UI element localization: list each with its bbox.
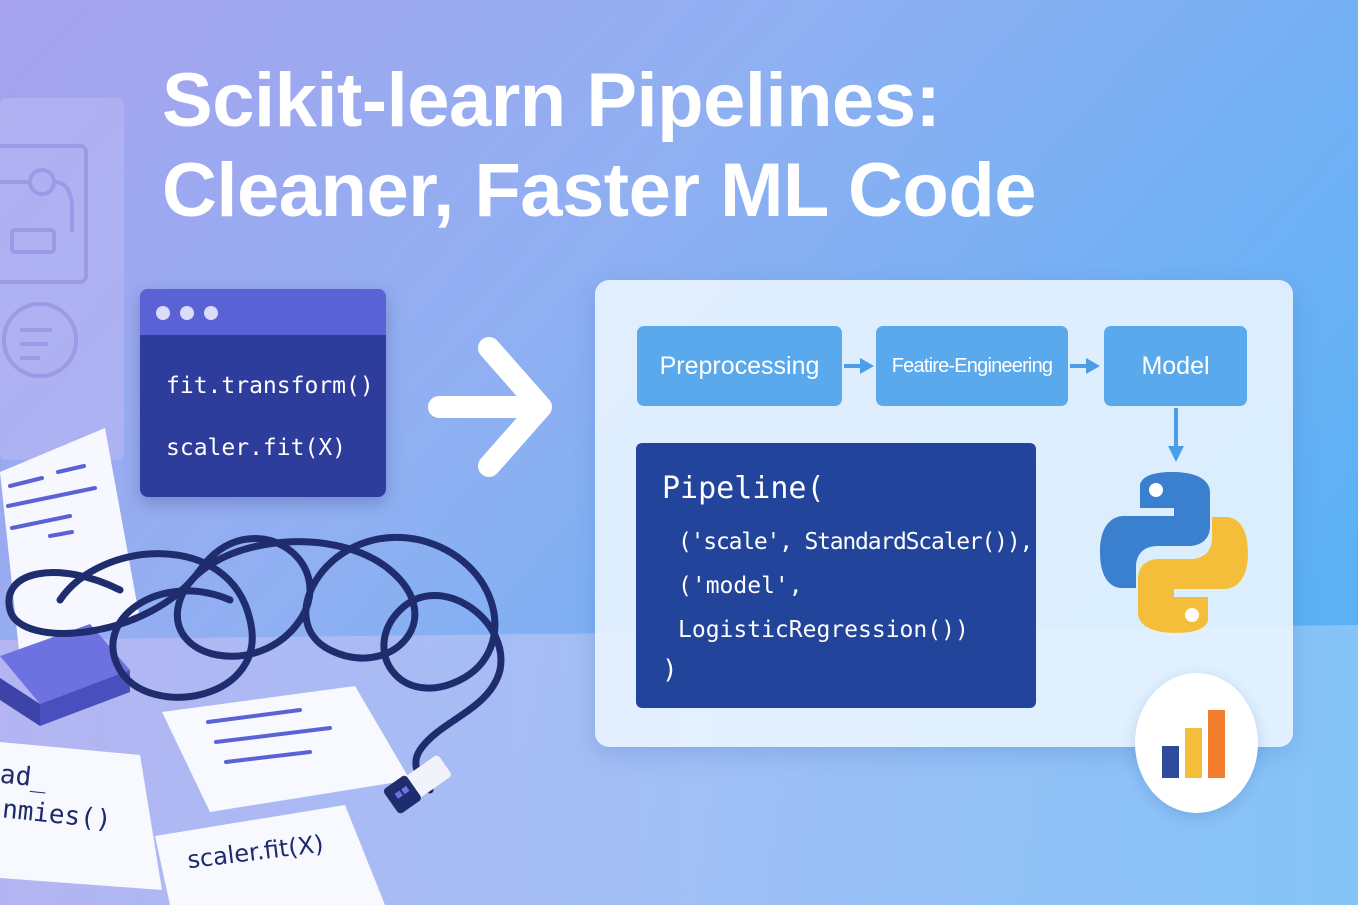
code-line-scaler-fit: scaler.fit(X) [166, 435, 347, 461]
pipeline-step-feature-engineering: Featire-Engineering [876, 326, 1068, 406]
window-dot-icon [204, 306, 218, 320]
code-line-logistic: LogisticRegression()) [678, 617, 969, 643]
title-line-1: Scikit-learn Pipelines: [162, 58, 941, 143]
messy-desk-illustration [0, 428, 505, 905]
code-line-model: ('model', [678, 573, 803, 599]
paper-sheet [155, 805, 385, 905]
code-line-scale: ('scale', StandardScaler()), [678, 529, 1033, 555]
code-line-close-paren: ) [662, 655, 678, 685]
bar-chart-bar [1162, 746, 1179, 778]
python-logo-icon [1100, 472, 1248, 633]
title-line-2: Cleaner, Faster ML Code [162, 148, 1037, 233]
window-titlebar [140, 289, 386, 335]
pipeline-code-block: Pipeline( ('scale', StandardScaler()), (… [636, 443, 1036, 708]
code-line-pipeline: Pipeline( [662, 471, 825, 506]
page-title: Scikit-learn Pipelines: Cleaner, Faster … [162, 56, 1037, 236]
code-line-fit-transform: fit.transform() [166, 373, 374, 399]
window-dot-icon [180, 306, 194, 320]
paper-sheet [162, 686, 410, 812]
paper-sheet [0, 428, 140, 660]
flowchart-icon [0, 144, 88, 378]
bar-chart-bar [1185, 728, 1202, 778]
bar-chart-bar [1208, 710, 1225, 778]
paper-sheet [0, 742, 162, 890]
bar-chart-icon [1135, 673, 1258, 813]
arrow-right-icon [428, 337, 552, 477]
window-dot-icon [156, 306, 170, 320]
pipeline-step-preprocessing: Preprocessing [637, 326, 842, 406]
pipeline-step-model: Model [1104, 326, 1247, 406]
code-editor-window: fit.transform() scaler.fit(X) [140, 289, 386, 497]
